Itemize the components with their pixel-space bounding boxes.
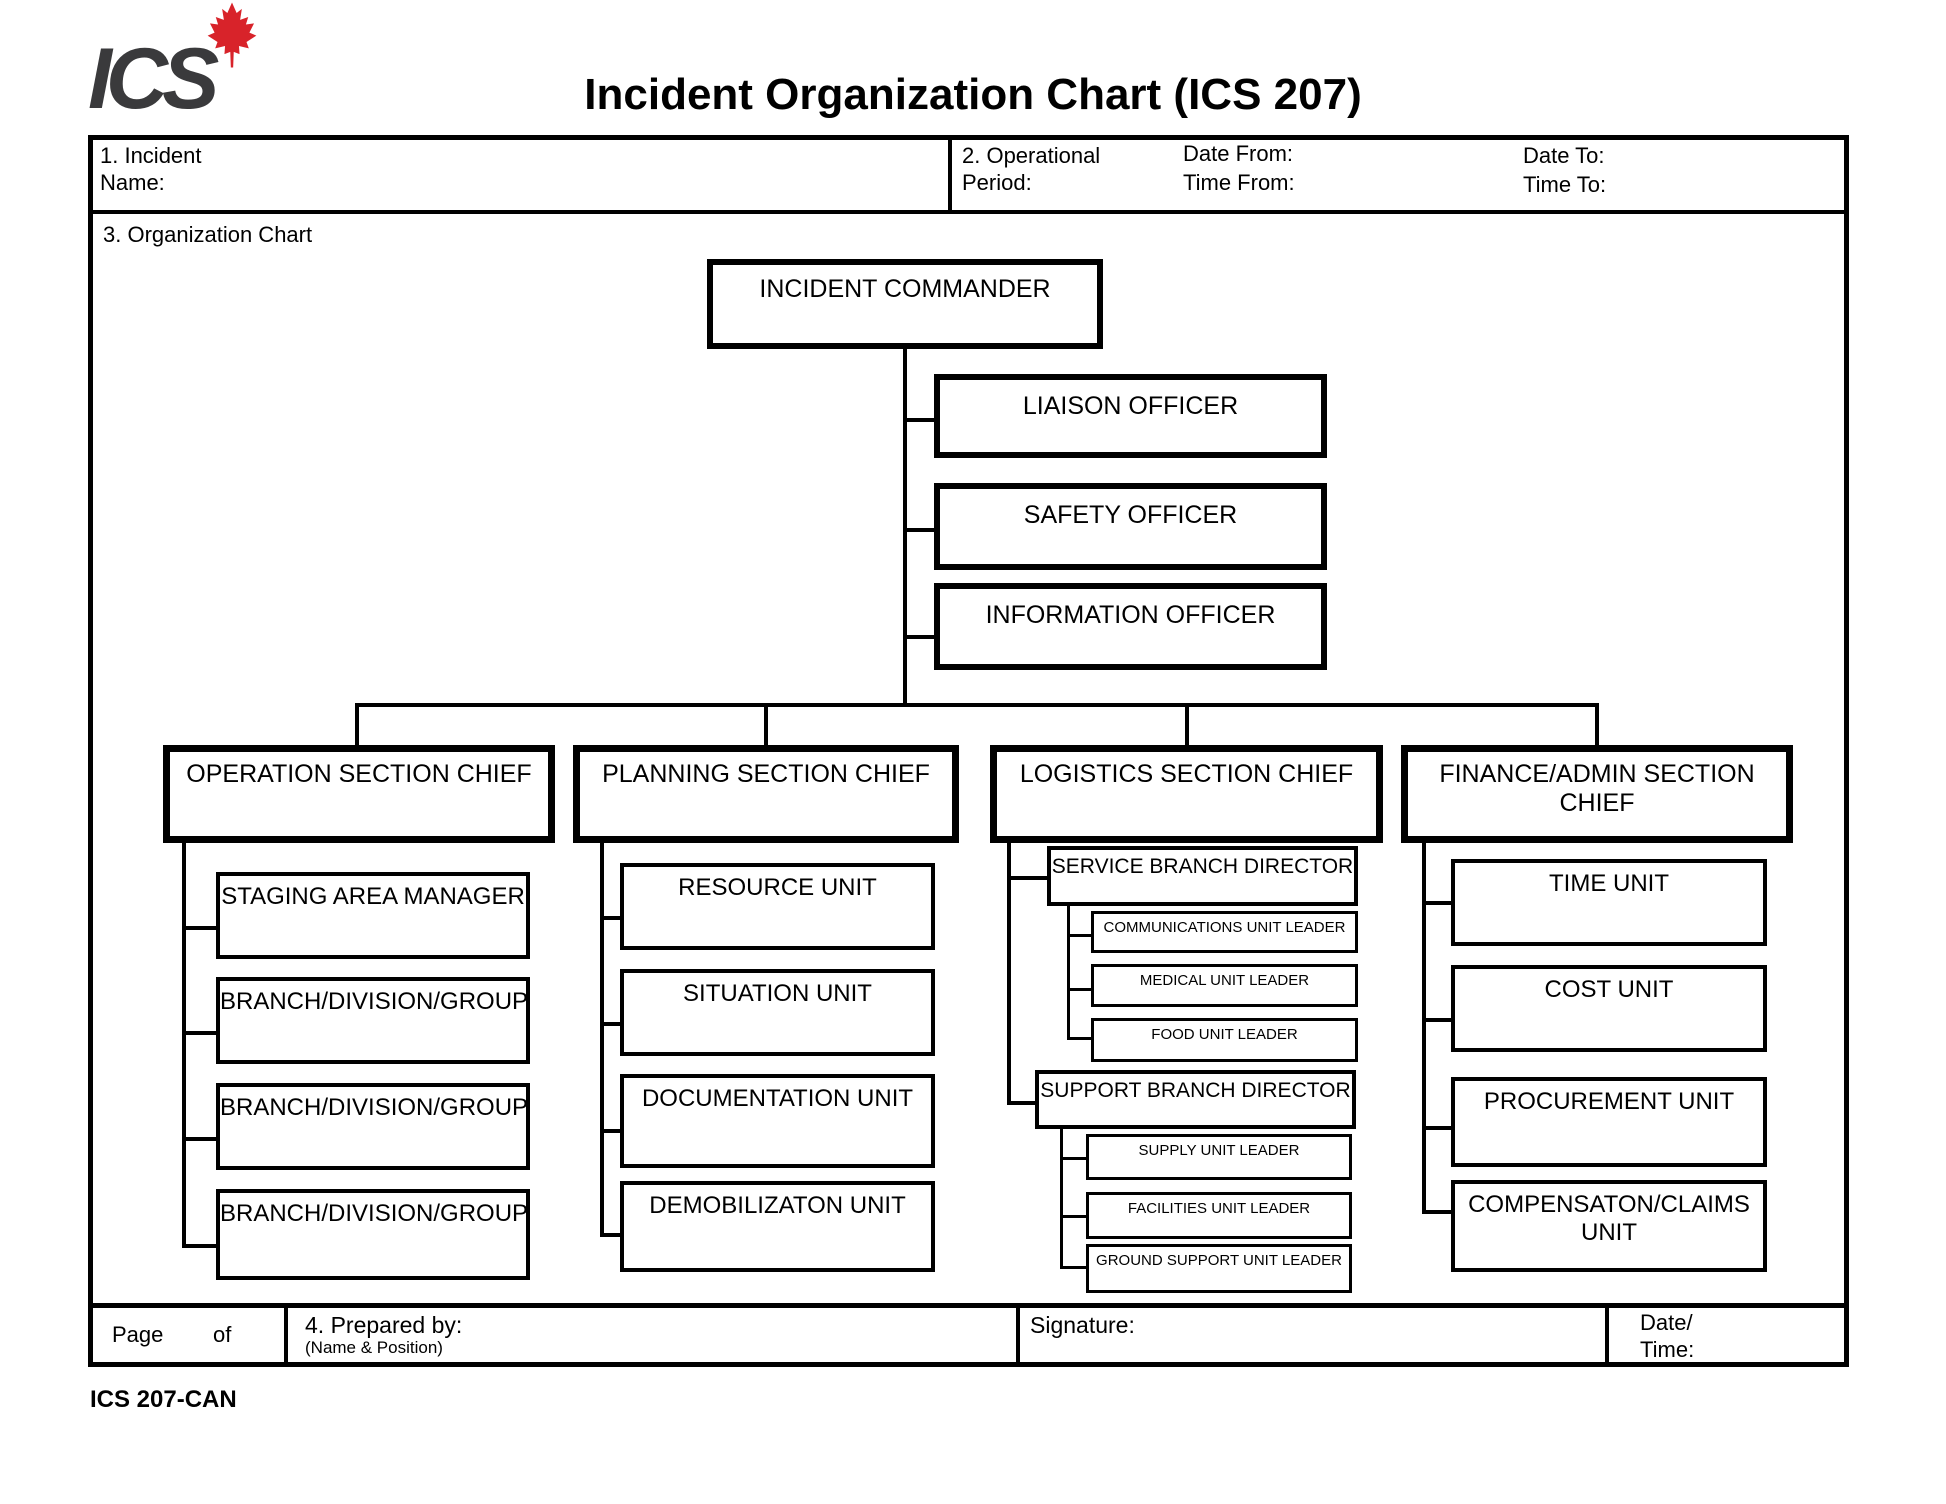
connector-stub [600, 1233, 620, 1237]
node-branch-division-group-2: BRANCH/DIVISION/GROUP [216, 1083, 530, 1170]
footer-divider-1 [284, 1303, 288, 1362]
incident-name-label: 1. Incident Name: [100, 143, 202, 195]
node-finance-chief: FINANCE/ADMIN SECTION CHIEF [1401, 745, 1793, 843]
connector-finance-spine [1422, 843, 1426, 1214]
connector-stub [600, 916, 620, 920]
time-to-label: Time To: [1523, 172, 1607, 197]
connector-liaison-stub [903, 418, 934, 422]
connector-stub [1007, 1101, 1035, 1105]
header-divider [948, 135, 952, 214]
connector-stub [182, 926, 216, 930]
node-demobilizaton-unit: DEMOBILIZATON UNIT [620, 1181, 935, 1272]
node-branch-division-group-1: BRANCH/DIVISION/GROUP [216, 977, 530, 1064]
connector-stub [1422, 901, 1451, 905]
node-time-unit: TIME UNIT [1451, 859, 1767, 946]
connector-stub [1060, 1266, 1086, 1269]
footer-divider-3 [1605, 1303, 1609, 1362]
ics-logo: ICS [88, 31, 213, 127]
operational-period-label: 2. Operational Period: [962, 143, 1101, 195]
connector-drop-planning [764, 703, 768, 747]
node-service-branch-director: SERVICE BRANCH DIRECTOR [1047, 846, 1358, 906]
connector-service-subspine [1067, 906, 1070, 1040]
connector-safety-stub [903, 528, 934, 532]
date-time-label: Date/ Time: [1640, 1310, 1695, 1362]
node-facilities-unit-leader: FACILITIES UNIT LEADER [1086, 1192, 1352, 1239]
node-supply-unit-leader: SUPPLY UNIT LEADER [1086, 1134, 1352, 1180]
connector-planning-spine [600, 843, 604, 1237]
node-situation-unit: SITUATION UNIT [620, 969, 935, 1056]
node-liaison-officer: LIAISON OFFICER [934, 374, 1327, 458]
node-safety-officer: SAFETY OFFICER [934, 483, 1327, 570]
connector-stub [1067, 988, 1091, 991]
node-food-unit-leader: FOOD UNIT LEADER [1091, 1018, 1358, 1062]
node-cost-unit: COST UNIT [1451, 965, 1767, 1052]
form-id: ICS 207-CAN [90, 1386, 237, 1413]
ics-logo-text: ICS [88, 31, 214, 127]
node-compensaton-claims-unit: COMPENSATON/CLAIMS UNIT [1451, 1180, 1767, 1272]
signature-label: Signature: [1030, 1312, 1135, 1338]
time-from-label: Time From: [1183, 170, 1295, 195]
node-support-branch-director: SUPPORT BRANCH DIRECTOR [1035, 1070, 1356, 1129]
connector-stub [600, 1129, 620, 1133]
footer-divider-2 [1016, 1303, 1020, 1362]
connector-stub [1067, 1037, 1091, 1040]
page-of-label: of [213, 1322, 232, 1347]
connector-logistics-spine [1007, 843, 1011, 1105]
date-to-label: Date To: [1523, 143, 1605, 168]
node-medical-unit-leader: MEDICAL UNIT LEADER [1091, 964, 1358, 1007]
org-chart-section-label: 3. Organization Chart [103, 222, 313, 247]
node-logistics-chief: LOGISTICS SECTION CHIEF [990, 745, 1383, 843]
node-incident-commander: INCIDENT COMMANDER [707, 259, 1103, 349]
footer-top-line [88, 1303, 1844, 1308]
connector-support-subspine [1060, 1129, 1063, 1269]
page-label: Page [112, 1322, 164, 1347]
connector-stub [182, 1031, 216, 1035]
date-from-label: Date From: [1183, 141, 1294, 166]
node-procurement-unit: PROCUREMENT UNIT [1451, 1077, 1767, 1167]
node-planning-chief: PLANNING SECTION CHIEF [573, 745, 959, 843]
connector-operations-spine [182, 843, 186, 1248]
form-border [88, 135, 1849, 1367]
node-operations-chief: OPERATION SECTION CHIEF [163, 745, 555, 843]
connector-information-stub [903, 635, 934, 639]
connector-drop-operations [355, 703, 359, 747]
node-ground-support-unit-leader: GROUND SUPPORT UNIT LEADER [1086, 1244, 1352, 1293]
node-resource-unit: RESOURCE UNIT [620, 863, 935, 950]
connector-stub [1067, 934, 1091, 937]
connector-distribution-line [355, 703, 1599, 707]
connector-stub [1422, 1210, 1451, 1214]
connector-stub [600, 1022, 620, 1026]
maple-leaf-icon [203, 2, 261, 68]
page-title: Incident Organization Chart (ICS 207) [584, 70, 1362, 119]
connector-stub [1422, 1018, 1451, 1022]
connector-stub [1060, 1157, 1086, 1160]
prepared-by-label: 4. Prepared by: (Name & Position) [305, 1312, 463, 1357]
node-staging-area-manager: STAGING AREA MANAGER [216, 872, 530, 959]
node-communications-unit-leader: COMMUNICATIONS UNIT LEADER [1091, 911, 1358, 953]
connector-drop-finance [1595, 703, 1599, 747]
connector-stub [1060, 1215, 1086, 1218]
connector-stub [182, 1244, 216, 1248]
node-branch-division-group-3: BRANCH/DIVISION/GROUP [216, 1189, 530, 1280]
node-documentation-unit: DOCUMENTATION UNIT [620, 1074, 935, 1168]
connector-stub [1007, 876, 1047, 880]
connector-stub [182, 1137, 216, 1141]
connector-stub [1422, 1126, 1451, 1130]
connector-drop-logistics [1185, 703, 1189, 747]
node-information-officer: INFORMATION OFFICER [934, 583, 1327, 670]
header-bottom-line [88, 210, 1844, 214]
